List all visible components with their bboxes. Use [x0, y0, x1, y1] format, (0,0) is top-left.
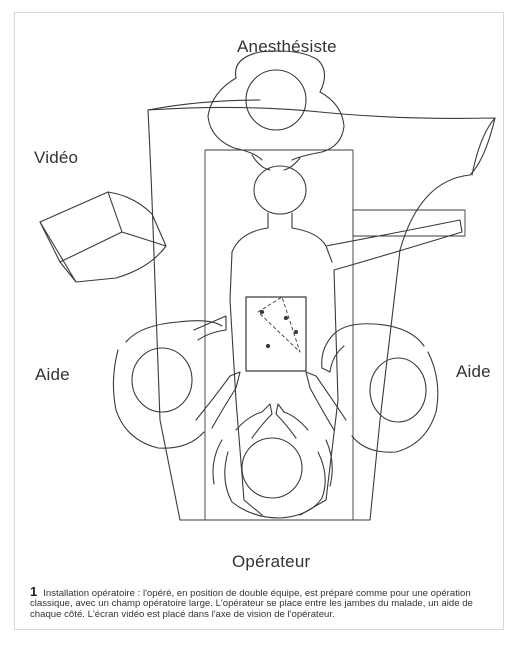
- label-operateur: Opérateur: [232, 552, 310, 572]
- right-assistant-figure: [306, 324, 438, 452]
- operative-field: [246, 297, 306, 371]
- patient-figure: [230, 166, 462, 515]
- drape-right-edge: [472, 118, 495, 175]
- arm-board: [353, 210, 465, 236]
- caption-number: 1: [30, 584, 37, 599]
- operator-figure: [213, 404, 332, 518]
- label-video: Vidéo: [34, 148, 78, 168]
- surgical-drape: [148, 107, 495, 520]
- label-aide-right: Aide: [456, 362, 491, 382]
- anesthesiologist-figure: [208, 51, 344, 170]
- video-screen: [40, 192, 166, 282]
- label-anesthesiste: Anesthésiste: [237, 37, 337, 57]
- left-assistant-figure: [113, 316, 240, 448]
- trocar-triangle: [258, 297, 300, 352]
- caption-text: Installation opératoire : l'opéré, en po…: [30, 588, 473, 620]
- label-aide-left: Aide: [35, 365, 70, 385]
